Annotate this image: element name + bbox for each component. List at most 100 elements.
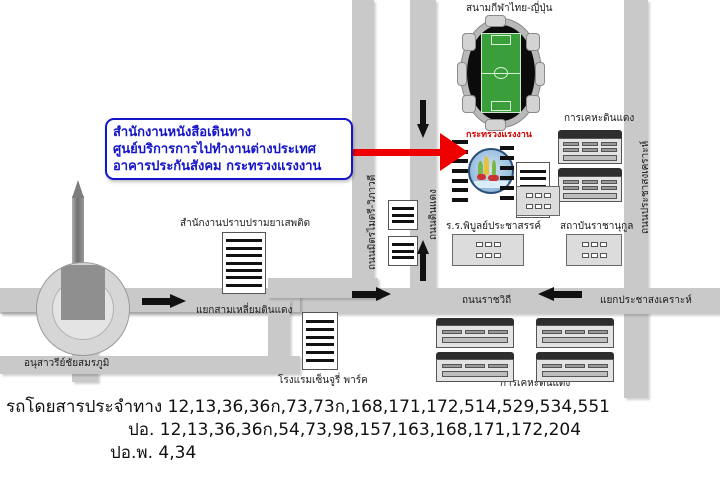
building-band <box>391 213 415 217</box>
window <box>541 329 562 334</box>
emblem-shape-6 <box>474 181 508 188</box>
junction-label-pracha-songkhro: แยกประชาสงเคราะห์ <box>600 295 692 306</box>
window <box>601 186 618 191</box>
building-band <box>226 254 262 258</box>
window <box>534 193 542 198</box>
callout-pointer-arrowhead-icon <box>440 133 468 171</box>
window-row <box>475 241 501 247</box>
emblem-shape-1 <box>484 155 490 176</box>
institute-label: สถาบันราชานุกูล <box>560 221 634 232</box>
arrow-shaft <box>552 291 582 298</box>
facade <box>558 138 622 164</box>
window <box>564 363 586 368</box>
ministry-label: กระทรวงแรงงาน <box>466 130 532 140</box>
window <box>590 241 598 247</box>
window <box>588 329 609 334</box>
facade <box>558 176 622 202</box>
building-band <box>305 327 335 331</box>
hotel-label: โรงแรมเซ็นจูรี่ พาร์ค <box>278 375 368 386</box>
office-tower-left-2 <box>388 236 418 266</box>
entrance <box>442 371 508 378</box>
arrow-head <box>417 124 429 138</box>
arrow-shaft <box>420 253 426 281</box>
entrance <box>542 337 608 344</box>
road-vertical-left <box>352 0 374 296</box>
window <box>441 363 462 368</box>
stand-seg-2 <box>484 119 506 132</box>
window <box>581 148 599 153</box>
arrow-shaft <box>420 100 426 126</box>
window <box>441 329 462 334</box>
window <box>475 241 483 247</box>
window-row <box>581 241 607 247</box>
building-band <box>226 239 262 243</box>
arrow-shaft <box>352 291 378 298</box>
building-band <box>226 268 262 272</box>
direction-arrow-left <box>538 287 582 301</box>
callout-line-1: สำนักงานหนังสือเดินทาง <box>113 125 252 140</box>
zebra-crossing-2 <box>500 146 514 200</box>
window <box>599 241 607 247</box>
housing-block-bottom-1 <box>436 318 514 348</box>
window <box>475 253 483 259</box>
entrance <box>563 154 617 161</box>
shophouse-row-1 <box>516 186 560 216</box>
building-band <box>391 206 415 210</box>
window <box>581 241 589 247</box>
window-row <box>525 193 551 198</box>
building-band <box>305 351 335 355</box>
stadium-label: สนามกีฬาไทย-ญี่ปุ่น <box>466 3 553 14</box>
pitch-penalty-bottom <box>490 100 512 111</box>
road-bottom-secondary <box>0 356 300 374</box>
stand-seg-3 <box>456 62 467 87</box>
entrance <box>542 371 608 378</box>
hotel-building <box>302 312 338 370</box>
roof <box>536 352 614 360</box>
roof <box>558 130 622 139</box>
pitch-penalty-top <box>490 35 512 46</box>
building-band <box>226 283 262 287</box>
arrow-head <box>170 294 186 308</box>
window <box>562 148 579 153</box>
road-vertical-right <box>624 0 648 398</box>
window <box>493 253 501 259</box>
window-row <box>541 363 609 368</box>
stand-seg-7 <box>461 95 477 113</box>
school-building <box>452 234 524 266</box>
window <box>588 363 609 368</box>
direction-arrow-up <box>417 240 429 282</box>
window <box>543 204 551 209</box>
window-row <box>562 179 618 184</box>
window <box>562 141 579 146</box>
stand-seg-5 <box>461 33 477 51</box>
window-row <box>581 253 607 259</box>
building-band <box>305 359 335 363</box>
facade <box>536 359 614 382</box>
road-label-vertical-left: ถนนมิตรไมตรี-วิภาวดี <box>367 174 378 270</box>
window <box>599 253 607 259</box>
window <box>590 253 598 259</box>
window <box>484 253 492 259</box>
bus-routes-block: รถโดยสารประจำทาง 12,13,36,36ก,73,73ก,168… <box>0 396 720 465</box>
arrow-shaft <box>142 298 172 305</box>
arrow-head <box>376 287 391 301</box>
window <box>541 363 562 368</box>
office-tower-left <box>388 200 418 230</box>
arrow-head <box>538 287 554 301</box>
building-band <box>519 177 547 181</box>
building-band <box>226 276 262 280</box>
road-label-vertical-mid: ถนนดินแดง <box>428 189 439 240</box>
window <box>581 141 599 146</box>
window-row <box>562 148 618 153</box>
window <box>488 329 509 334</box>
stand-seg-8 <box>525 95 541 113</box>
destination-callout[interactable]: สำนักงานหนังสือเดินทาง ศูนย์บริการการไปท… <box>105 118 353 180</box>
narcotics-office-building <box>222 232 266 294</box>
bus-routes-ordinary: รถโดยสารประจำทาง 12,13,36,36ก,73,73ก,168… <box>6 397 610 417</box>
facade <box>436 325 514 348</box>
callout-pointer-line <box>352 149 450 156</box>
emblem-shape-4 <box>476 174 486 181</box>
victory-monument-obelisk <box>72 180 84 278</box>
window <box>464 363 486 368</box>
stand-seg-6 <box>525 33 541 51</box>
